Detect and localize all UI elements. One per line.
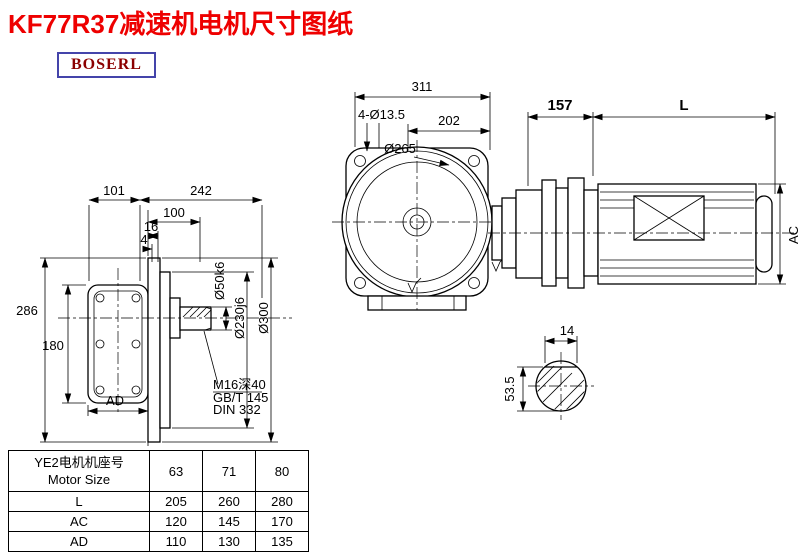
size-63-header: 63 bbox=[149, 450, 203, 492]
dim-101-label: 101 bbox=[103, 183, 125, 198]
gear-housing-outline bbox=[87, 284, 149, 404]
cell-ac-71: 145 bbox=[202, 511, 256, 532]
size-71-header: 71 bbox=[202, 450, 256, 492]
motor-endcap-outline bbox=[755, 195, 773, 273]
dim-16-label: 16 bbox=[144, 219, 158, 234]
dim-202-label: 202 bbox=[438, 113, 460, 128]
thread-note-line2: GB/T 145 bbox=[213, 390, 268, 405]
cell-l-71: 260 bbox=[202, 491, 256, 512]
dim-4-label: 4 bbox=[140, 232, 147, 247]
size-80-header: 80 bbox=[255, 450, 309, 492]
bolt-hole bbox=[354, 277, 366, 289]
dim-14-label: 14 bbox=[560, 323, 574, 338]
dim-180-label: 180 bbox=[42, 338, 64, 353]
thread-note-line3: DIN 332 bbox=[213, 402, 261, 417]
brand-logo: BOSERL bbox=[57, 52, 156, 78]
cell-ad-80: 135 bbox=[255, 531, 309, 552]
bolt-holes-callout-label: 4-Ø13.5 bbox=[358, 107, 405, 122]
cell-ad-71: 130 bbox=[202, 531, 256, 552]
motor-size-table: YE2电机机座号 Motor Size 63 71 80 L 205 260 2… bbox=[8, 450, 309, 552]
dim-265-label: Ø265 bbox=[384, 141, 416, 156]
output-flange-outline bbox=[147, 257, 161, 443]
page-title: KF77R37减速机电机尺寸图纸 bbox=[8, 9, 354, 39]
side-view: 101 242 100 16 4 286 180 AD Ø50k6 Ø230j6 bbox=[16, 183, 292, 446]
dim-ac-label: AC bbox=[786, 226, 800, 244]
dim-spigot-diameter-label: Ø230j6 bbox=[232, 297, 247, 339]
dim-242-label: 242 bbox=[190, 183, 212, 198]
table-header-row: YE2电机机座号 Motor Size 63 71 80 bbox=[8, 450, 309, 492]
bolt-hole bbox=[354, 155, 366, 167]
cell-ac-63: 120 bbox=[149, 511, 203, 532]
table-row-l: L 205 260 280 bbox=[8, 491, 309, 512]
front-view: 311 202 4-Ø13.5 Ø265 bbox=[332, 79, 506, 311]
bolt-hole bbox=[468, 277, 480, 289]
dim-311-label: 311 bbox=[412, 79, 433, 94]
shaft-cross-section: 14 53.5 bbox=[502, 323, 594, 420]
table-row-ac: AC 120 145 170 bbox=[8, 511, 309, 532]
table-header-cell: YE2电机机座号 Motor Size bbox=[8, 450, 150, 492]
output-shaft-outline bbox=[179, 306, 212, 331]
thread-note-line1: M16深40 bbox=[213, 377, 266, 392]
dim-shaft-diameter-label: Ø50k6 bbox=[212, 262, 227, 300]
surface-finish-icon bbox=[407, 277, 422, 293]
dim-100-label: 100 bbox=[163, 205, 185, 220]
cell-l-80: 280 bbox=[255, 491, 309, 512]
row-label-l: L bbox=[8, 491, 150, 512]
dim-l-label: L bbox=[679, 97, 688, 114]
cell-ad-63: 110 bbox=[149, 531, 203, 552]
table-header-en: Motor Size bbox=[47, 472, 111, 487]
dim-53-5-label: 53.5 bbox=[502, 376, 517, 401]
bolt-hole bbox=[468, 155, 480, 167]
row-label-ad: AD bbox=[8, 531, 150, 552]
cell-ac-80: 170 bbox=[255, 511, 309, 532]
dim-157-label: 157 bbox=[547, 97, 572, 114]
row-label-ac: AC bbox=[8, 511, 150, 532]
table-header-cn: YE2电机机座号 bbox=[34, 455, 124, 470]
motor-view: 157 L AC bbox=[488, 97, 800, 289]
dim-286-label: 286 bbox=[16, 303, 38, 318]
coupling-bell-outline bbox=[515, 189, 543, 279]
dim-ad-label: AD bbox=[106, 393, 124, 408]
cell-l-63: 205 bbox=[149, 491, 203, 512]
table-row-ad: AD 110 130 135 bbox=[8, 531, 309, 552]
